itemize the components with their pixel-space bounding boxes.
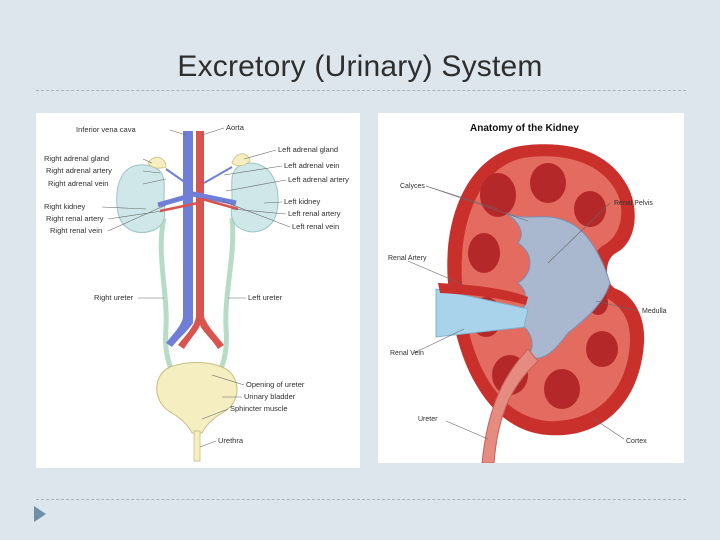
label-right-kidney: Right kidney bbox=[44, 202, 86, 211]
left-renal-vessels bbox=[187, 190, 237, 206]
urinary-system-diagram: Inferior vena cava Aorta Right adrenal g… bbox=[36, 113, 360, 468]
label-right-renal-artery: Right renal artery bbox=[46, 214, 104, 223]
label-renal-artery: Renal Artery bbox=[388, 255, 427, 262]
urinary-leader-lines bbox=[101, 127, 291, 448]
ureter-shape bbox=[481, 348, 539, 463]
label-right-adrenal-artery: Right adrenal artery bbox=[46, 166, 112, 175]
title-divider bbox=[36, 90, 686, 91]
label-renal-pelvis: Renal Pelvis bbox=[614, 200, 653, 207]
urinary-bladder-shape bbox=[156, 362, 238, 434]
label-medulla: Medulla bbox=[642, 308, 667, 315]
label-left-kidney: Left kidney bbox=[284, 197, 321, 206]
label-right-adrenal-gland: Right adrenal gland bbox=[44, 154, 109, 163]
kidney-anatomy-svg: Anatomy of the Kidney bbox=[388, 123, 667, 463]
left-kidney-shape bbox=[230, 162, 279, 233]
label-right-renal-vein: Right renal vein bbox=[50, 226, 102, 235]
label-aorta: Aorta bbox=[226, 123, 245, 132]
label-ureter: Ureter bbox=[418, 416, 438, 423]
urinary-system-svg: Inferior vena cava Aorta Right adrenal g… bbox=[44, 123, 349, 462]
label-inferior-vena-cava: Inferior vena cava bbox=[76, 125, 136, 134]
label-right-ureter: Right ureter bbox=[94, 293, 134, 302]
footer-divider bbox=[36, 499, 686, 500]
right-ureter-shape bbox=[158, 217, 178, 378]
right-renal-artery-shape bbox=[159, 201, 199, 213]
label-left-adrenal-gland: Left adrenal gland bbox=[278, 145, 338, 154]
label-cortex: Cortex bbox=[626, 438, 647, 445]
label-left-renal-vein: Left renal vein bbox=[292, 222, 339, 231]
urethra-shape bbox=[193, 430, 201, 462]
slide-title: Excretory (Urinary) System bbox=[177, 50, 543, 83]
medulla-pyramids bbox=[468, 163, 618, 409]
aorta-shape bbox=[178, 131, 224, 349]
label-urethra: Urethra bbox=[218, 436, 244, 445]
inferior-vena-cava-shape bbox=[166, 131, 193, 347]
label-calyces: Calyces bbox=[400, 183, 425, 190]
label-sphincter-muscle: Sphincter muscle bbox=[230, 404, 288, 413]
right-adrenal-gland-shape bbox=[147, 156, 167, 169]
right-renal-vessels bbox=[157, 194, 187, 208]
label-left-adrenal-vein: Left adrenal vein bbox=[284, 161, 339, 170]
label-urinary-bladder: Urinary bladder bbox=[244, 392, 296, 401]
label-renal-vein: Renal Vein bbox=[390, 350, 424, 357]
renal-artery-shape bbox=[438, 283, 528, 305]
right-kidney-shape bbox=[116, 164, 166, 233]
kidney-anatomy-diagram: Anatomy of the Kidney bbox=[378, 113, 684, 463]
label-left-adrenal-artery: Left adrenal artery bbox=[288, 175, 349, 184]
kidney-heading: Anatomy of the Kidney bbox=[470, 123, 579, 134]
label-left-renal-artery: Left renal artery bbox=[288, 209, 341, 218]
left-adrenal-gland-shape bbox=[231, 153, 251, 167]
label-right-adrenal-vein: Right adrenal vein bbox=[48, 179, 108, 188]
label-left-ureter: Left ureter bbox=[248, 293, 283, 302]
left-renal-artery-shape bbox=[201, 197, 239, 211]
adrenal-vessels bbox=[165, 166, 233, 184]
left-ureter-shape bbox=[214, 217, 236, 378]
label-opening-of-ureter: Opening of ureter bbox=[246, 380, 305, 389]
kidney-leader-lines bbox=[407, 185, 639, 440]
triangle-bullet-icon bbox=[34, 506, 46, 522]
renal-vein-shape bbox=[435, 288, 529, 338]
